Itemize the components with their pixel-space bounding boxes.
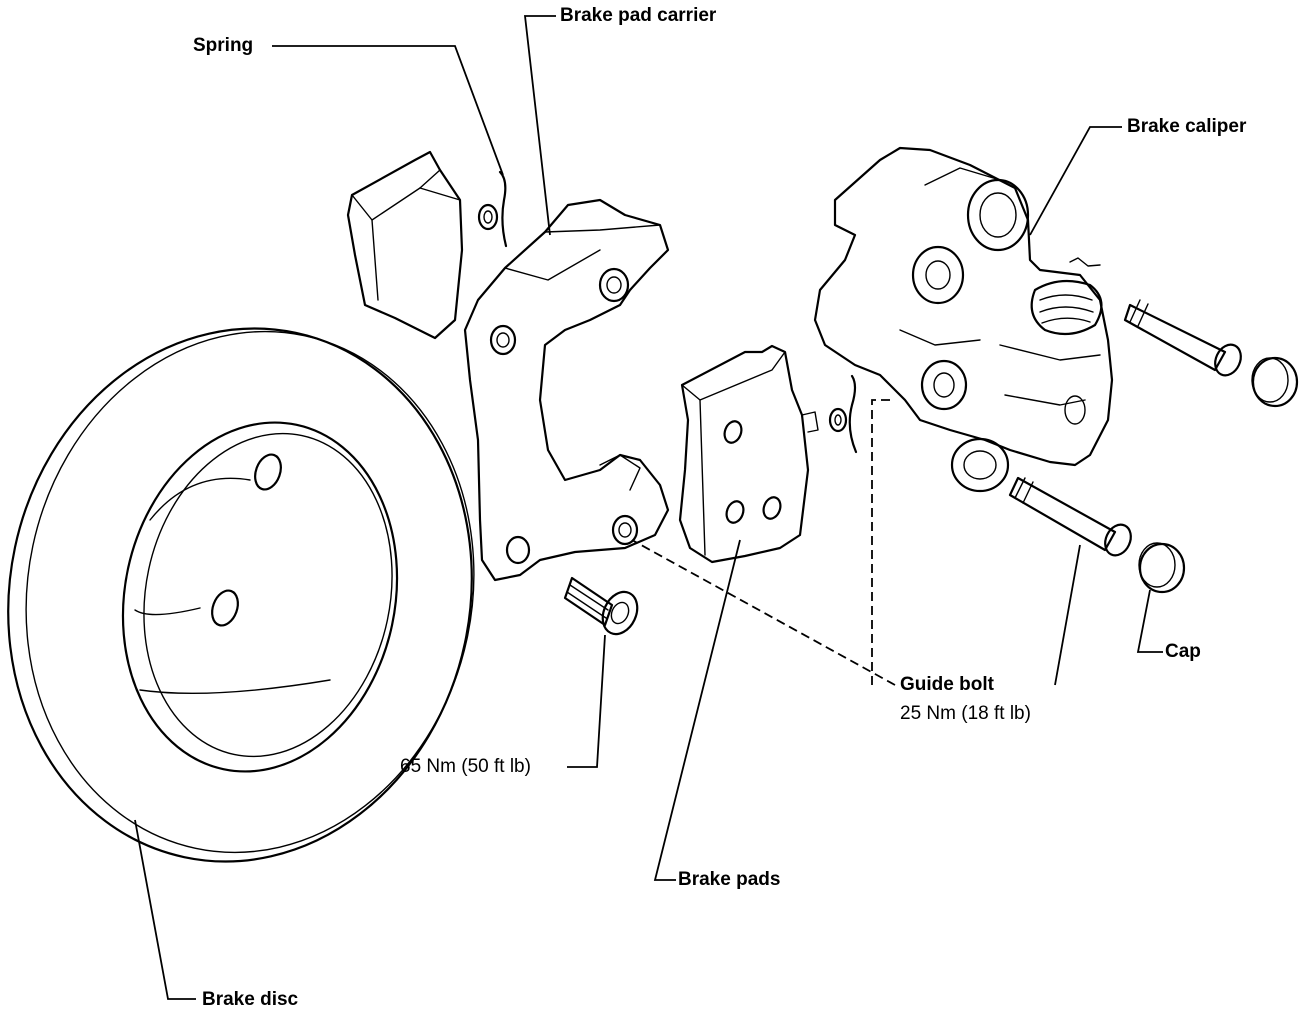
- leader-carrier-bolt-torque: [567, 634, 606, 768]
- spring-middle: [828, 374, 858, 454]
- leader-cap: [1136, 589, 1163, 653]
- leader-spring: [272, 45, 504, 176]
- leader-guide-bolt-caliper: [631, 539, 896, 686]
- label-brake-pads: Brake pads: [678, 869, 781, 890]
- leader-brake-disc: [134, 819, 196, 1000]
- leader-brake-pad-carrier: [523, 15, 556, 236]
- label-brake-disc: Brake disc: [202, 989, 299, 1010]
- leader-brake-pads: [653, 539, 741, 881]
- spring-upper: [477, 170, 508, 248]
- label-carrier-bolt-torque: 65 Nm (50 ft lb): [400, 756, 531, 777]
- brake-disc: [7, 327, 475, 863]
- brake-caliper: [813, 146, 1114, 493]
- cap-lower: [1138, 542, 1186, 594]
- leader-brake-caliper: [1029, 126, 1122, 236]
- cap-upper: [1251, 356, 1299, 408]
- carrier-bolt: [563, 576, 639, 636]
- label-guide-bolt: Guide bolt: [900, 674, 994, 695]
- guide-bolt-lower: [1008, 476, 1132, 557]
- leader-lines: [134, 15, 1163, 1000]
- leader-guide-bolt-torque-bolt: [1054, 544, 1081, 686]
- guide-bolt-upper: [1123, 299, 1242, 377]
- label-brake-pad-carrier: Brake pad carrier: [560, 5, 717, 26]
- brake-pad-carrier: [463, 198, 670, 582]
- label-guide-bolt-torque: 25 Nm (18 ft lb): [900, 703, 1031, 724]
- label-spring: Spring: [193, 35, 254, 56]
- leader-guide-bolt-vertical: [871, 399, 895, 685]
- label-cap: Cap: [1165, 641, 1201, 662]
- brake-pad-inner: [346, 150, 464, 340]
- label-brake-caliper: Brake caliper: [1127, 116, 1247, 137]
- brake-pad-outer: [678, 344, 819, 564]
